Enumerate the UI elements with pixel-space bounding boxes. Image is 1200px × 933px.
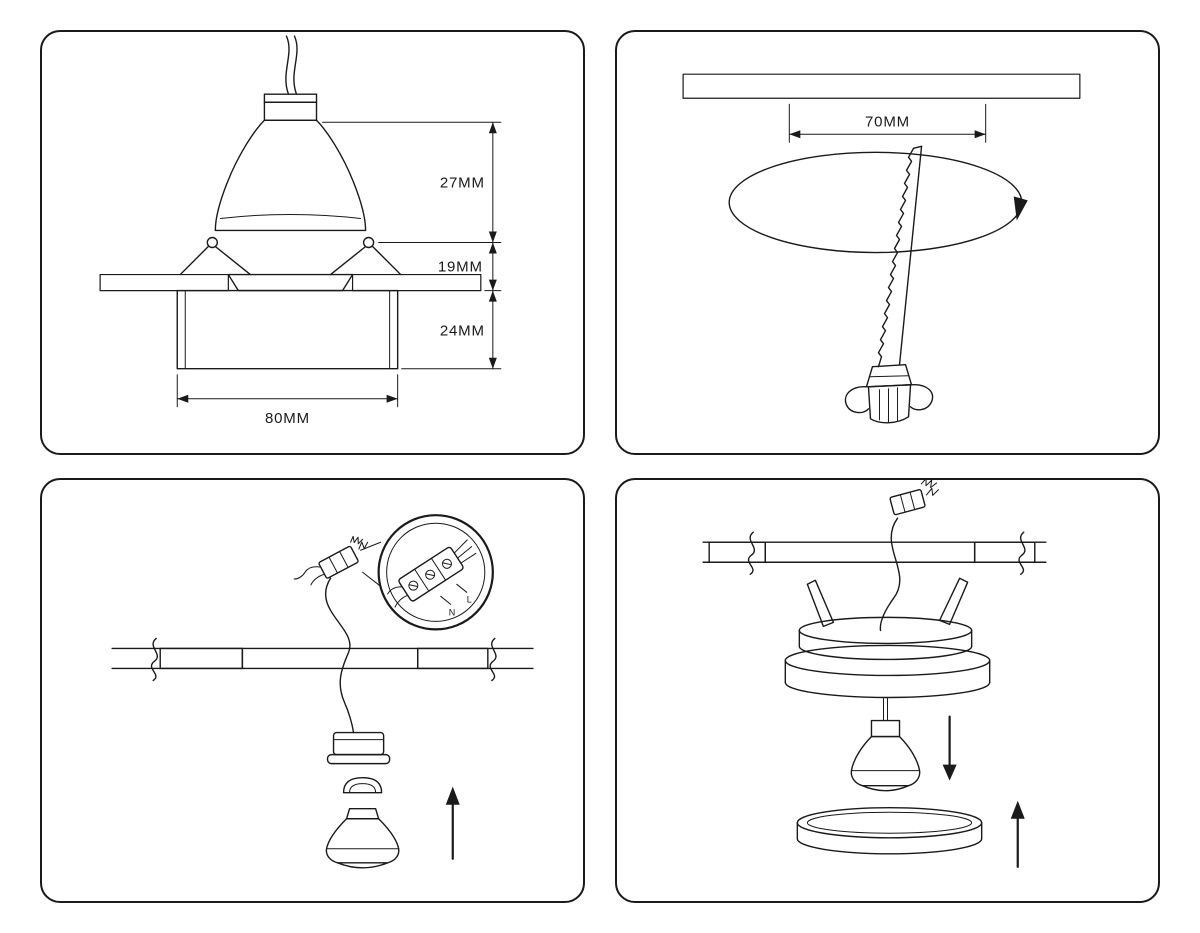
terminal-block-zoom xyxy=(387,539,477,608)
break-mark-right xyxy=(489,637,497,682)
fixture-dimensions-drawing: 27MM 19MM 24MM 80MM xyxy=(99,35,502,427)
lamp-wire xyxy=(882,698,889,722)
spring-clips xyxy=(179,236,402,276)
dim-label-80mm: 80MM xyxy=(265,410,310,427)
trim-ring xyxy=(176,289,399,370)
cover-disk xyxy=(796,807,983,855)
mounting-plate xyxy=(227,273,354,292)
dim-label-27mm: 27MM xyxy=(440,174,485,191)
lamp-bulb xyxy=(850,719,921,792)
hole-dimension-line: 70MM xyxy=(788,103,987,143)
power-cable xyxy=(285,35,298,95)
dim-label-19mm: 19MM xyxy=(438,259,483,276)
terminal-connector xyxy=(293,535,369,586)
retaining-ring xyxy=(342,776,383,794)
ceiling-section xyxy=(682,73,1081,99)
terminal-label-live: L xyxy=(467,594,472,604)
terminal-connector xyxy=(889,480,939,516)
ceiling-section xyxy=(99,273,482,292)
wiring-drawing: N L xyxy=(111,514,534,869)
dim-label-70mm: 70MM xyxy=(865,113,910,130)
lamp-holder xyxy=(326,731,391,765)
ceiling-section xyxy=(111,637,534,682)
break-mark-left xyxy=(150,637,159,682)
rotation-arrow xyxy=(728,151,1028,254)
up-arrow xyxy=(445,786,460,860)
dim-label-24mm: 24MM xyxy=(440,323,485,340)
down-arrow xyxy=(942,715,957,781)
zoom-leader-lines xyxy=(360,541,382,587)
panel-fixture-dimensions: 27MM 19MM 24MM 80MM xyxy=(40,30,585,455)
ceiling-section xyxy=(702,531,1047,575)
break-mark-left xyxy=(747,531,756,575)
panel-wiring-connection: N L xyxy=(40,478,585,903)
terminal-label-neutral: N xyxy=(449,607,455,617)
mains-wire xyxy=(879,517,901,632)
panel-fixture-installation xyxy=(615,478,1160,903)
width-dimension-line: 80MM xyxy=(176,374,399,427)
fixture-housing xyxy=(784,616,991,699)
lamp-bulb xyxy=(325,808,400,869)
mains-wire xyxy=(324,577,355,734)
panel-ceiling-cutout: 70MM xyxy=(615,30,1160,455)
lamp-bulb xyxy=(214,93,367,232)
hole-saw xyxy=(844,145,934,424)
installation-drawing xyxy=(702,480,1047,868)
spring-clips xyxy=(806,577,969,628)
ceiling-cutout-drawing: 70MM xyxy=(682,73,1081,424)
break-mark-right xyxy=(1018,531,1026,575)
height-dimension-lines: 27MM 19MM 24MM xyxy=(322,121,502,370)
up-arrow xyxy=(1010,800,1025,868)
zoom-circle: N L xyxy=(377,514,494,631)
